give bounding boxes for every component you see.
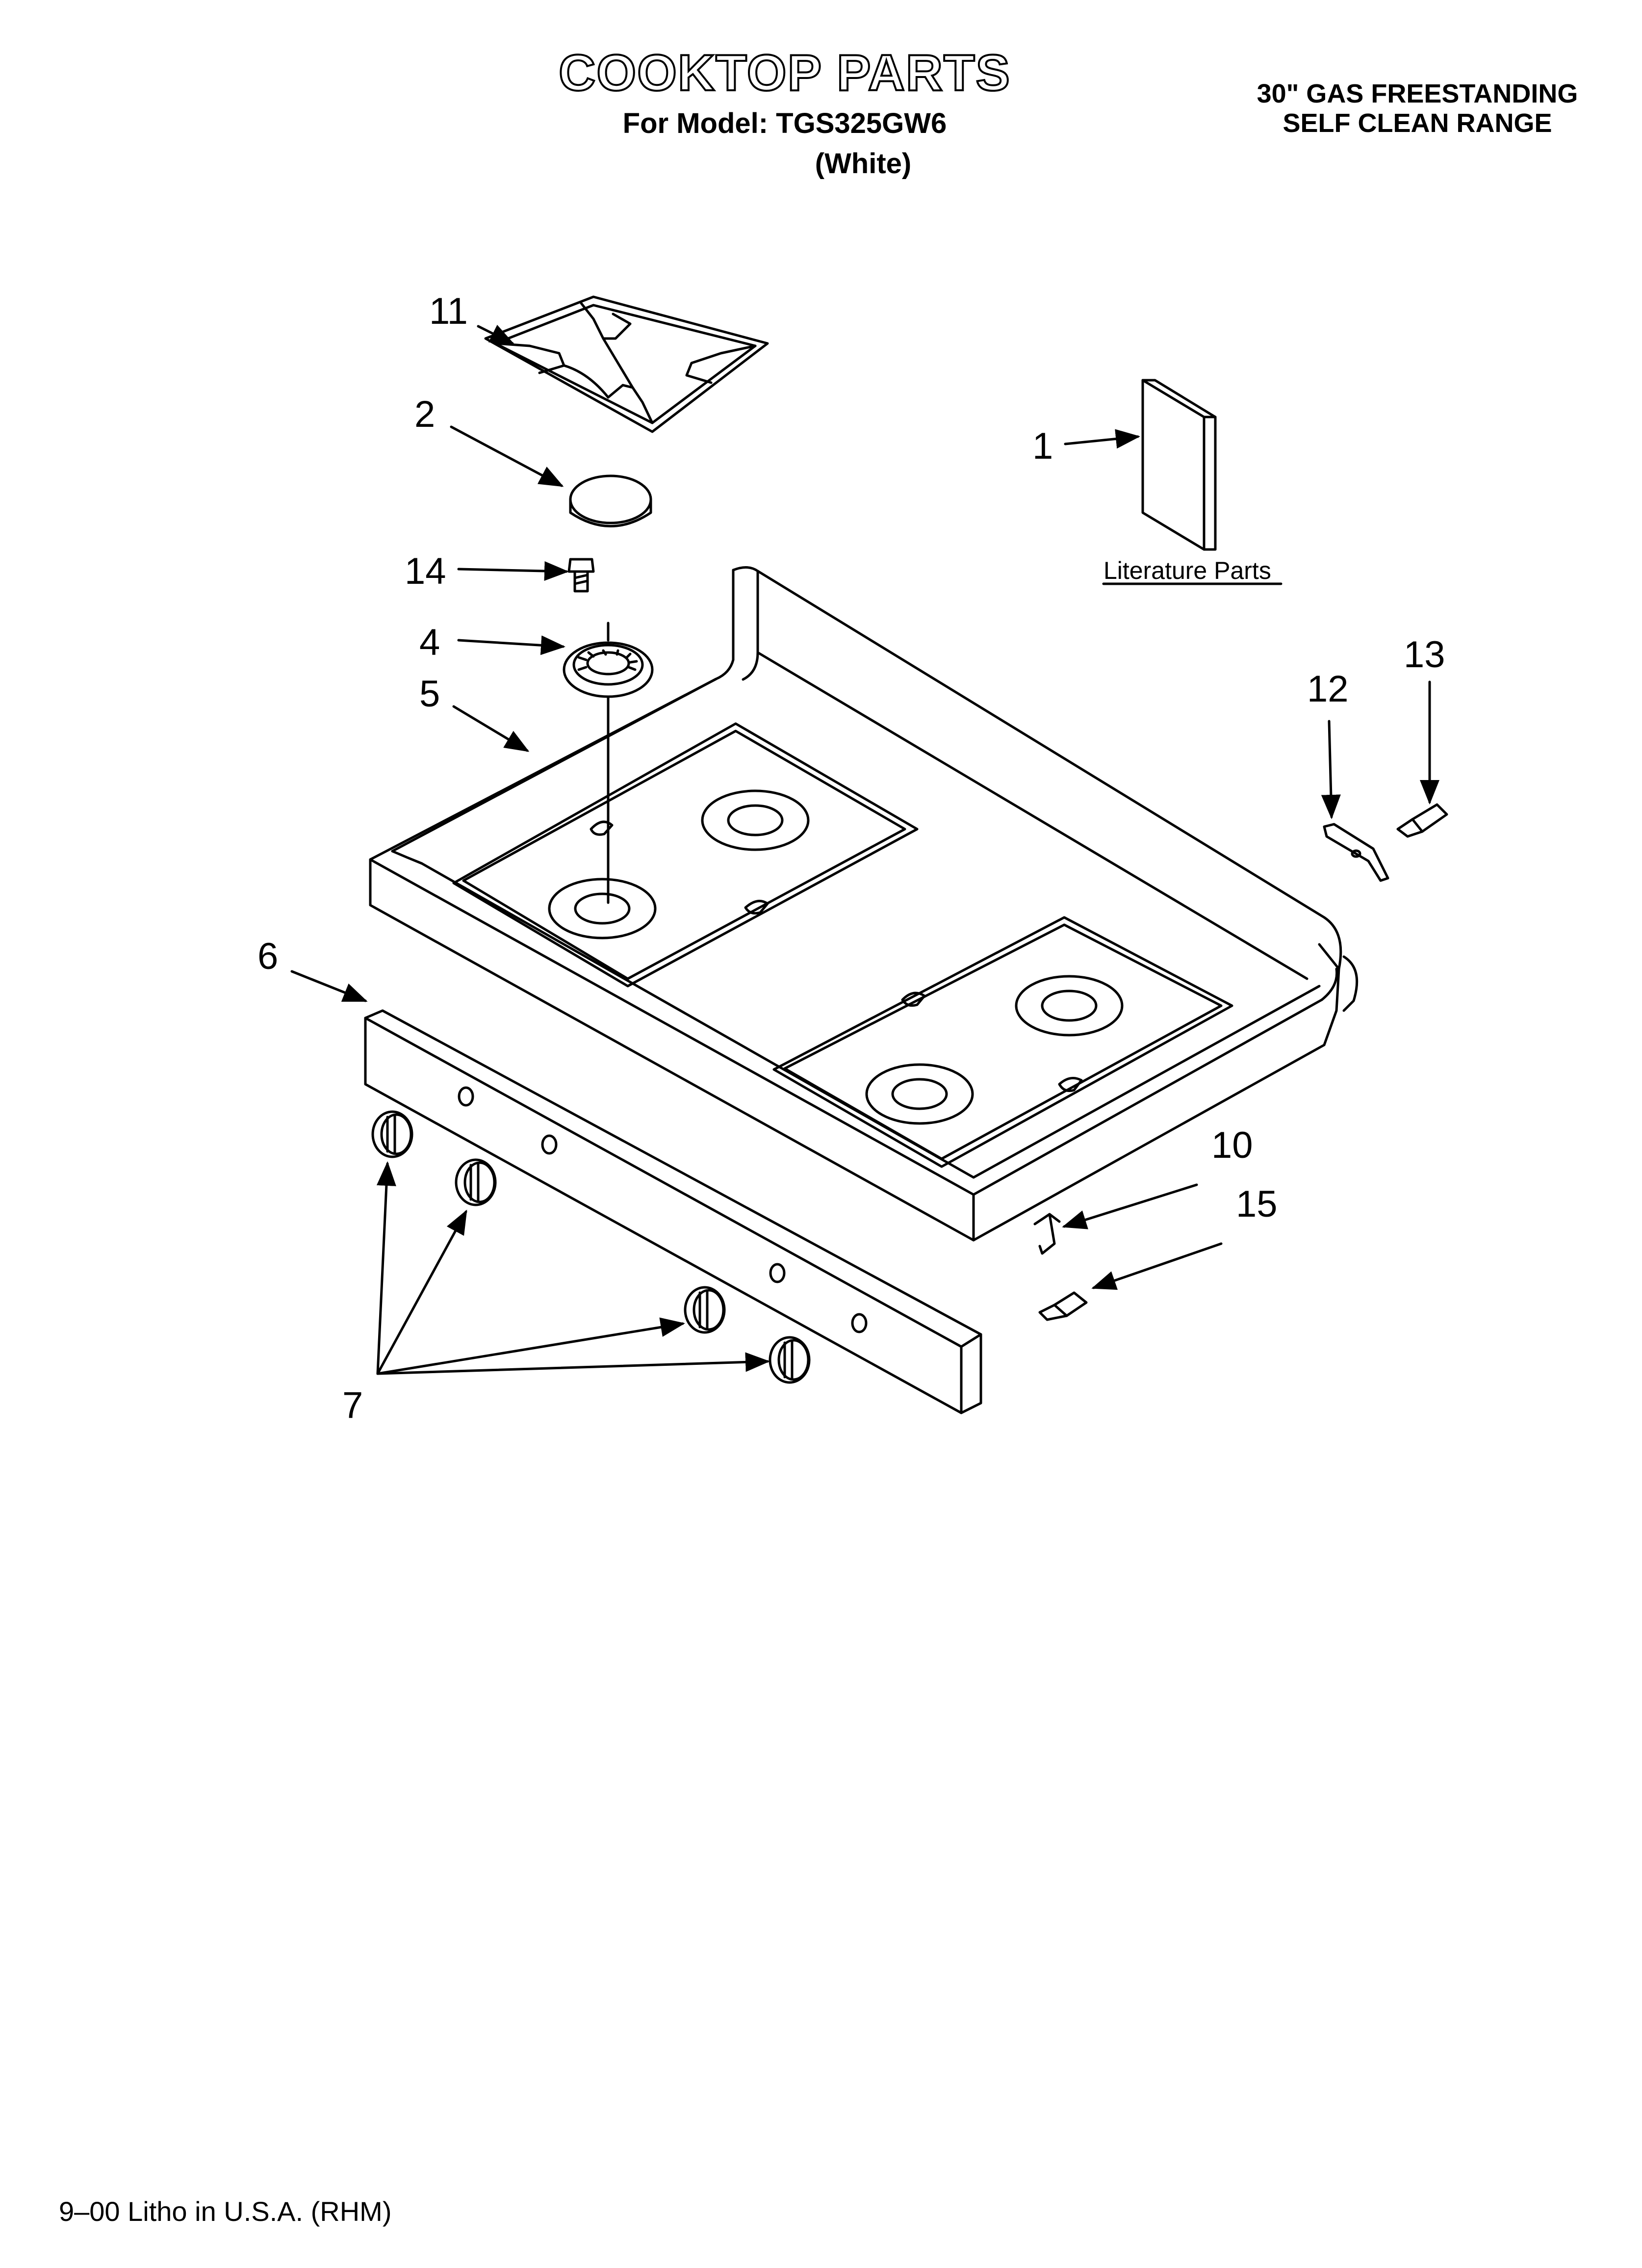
burner-grate bbox=[484, 295, 769, 433]
control-panel-strip bbox=[364, 1009, 982, 1414]
clip bbox=[1033, 1213, 1061, 1255]
burner-head bbox=[563, 641, 654, 698]
burner-cap bbox=[569, 474, 652, 527]
model-number: For Model: TGS325GW6 bbox=[622, 107, 947, 139]
model-color: (White) bbox=[815, 148, 912, 180]
cooktop-top bbox=[369, 566, 1359, 1242]
callout-14: 14 bbox=[405, 550, 446, 592]
range-type-line1: 30" GAS FREESTANDING bbox=[1257, 79, 1578, 108]
callout-15: 15 bbox=[1236, 1183, 1278, 1225]
callout-13: 13 bbox=[1404, 634, 1445, 676]
page-title: COOKTOP PARTS bbox=[558, 44, 1011, 103]
callout-5: 5 bbox=[419, 673, 440, 715]
part-callouts: 11 2 14 4 5 1 Literature Parts 12 13 6 1… bbox=[257, 290, 1445, 1426]
callout-6: 6 bbox=[257, 936, 278, 977]
leader-arrows bbox=[290, 324, 1439, 1375]
print-footer: 9–00 Litho in U.S.A. (RHM) bbox=[59, 2196, 392, 2227]
screw-15 bbox=[1038, 1291, 1088, 1321]
callout-2: 2 bbox=[414, 393, 435, 435]
callout-11: 11 bbox=[429, 290, 468, 332]
callout-10: 10 bbox=[1211, 1124, 1253, 1166]
control-knobs bbox=[371, 1110, 811, 1384]
burner-screw bbox=[567, 558, 595, 593]
callout-12: 12 bbox=[1307, 668, 1349, 710]
callout-4: 4 bbox=[419, 622, 440, 663]
literature-parts bbox=[1102, 379, 1283, 585]
callout-7: 7 bbox=[342, 1384, 363, 1426]
right-burner-pan bbox=[772, 916, 1233, 1168]
range-type-line2: SELF CLEAN RANGE bbox=[1283, 108, 1552, 138]
screw-13 bbox=[1396, 803, 1448, 838]
literature-parts-label: Literature Parts bbox=[1103, 557, 1271, 584]
bracket bbox=[1323, 823, 1389, 882]
left-burner-pan bbox=[452, 722, 919, 988]
callout-1: 1 bbox=[1032, 425, 1053, 467]
